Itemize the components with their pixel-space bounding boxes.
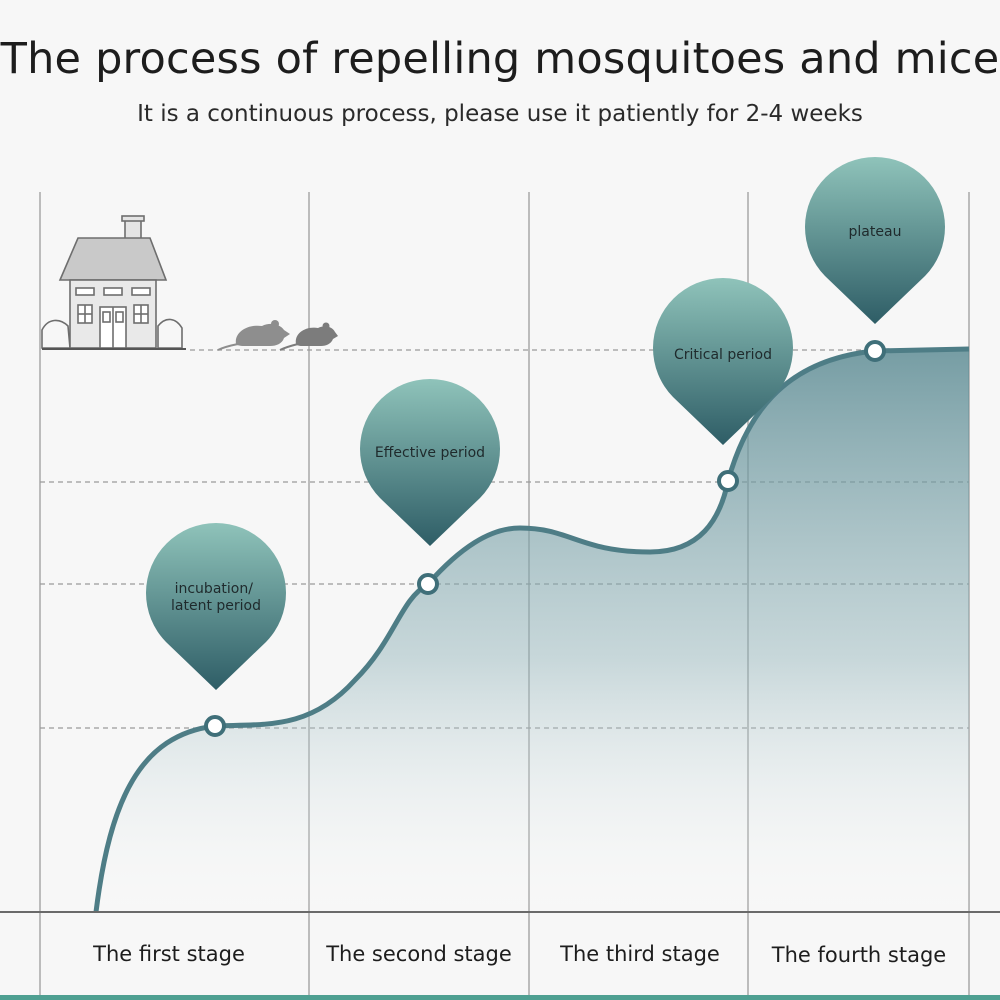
pin-plateau: plateau — [805, 157, 946, 324]
svg-text:plateau: plateau — [849, 224, 902, 240]
pin-critical-period: Critical period — [653, 278, 793, 445]
curve-point-4 — [864, 340, 886, 362]
pin-effective-period: Effective period — [360, 379, 500, 546]
page-subtitle: It is a continuous process, please use i… — [137, 101, 863, 127]
stage-label-2: The second stage — [325, 942, 512, 966]
curve-point-3 — [717, 470, 739, 492]
curve-area — [96, 349, 969, 912]
house-icon — [41, 215, 186, 350]
curve-point-1 — [204, 715, 226, 737]
pin-shape — [805, 157, 946, 324]
svg-text:Effective period: Effective period — [375, 445, 485, 461]
bottom-accent-bar — [0, 995, 1000, 1000]
pin-shape — [360, 379, 500, 546]
page-title: The process of repelling mosquitoes and … — [0, 34, 1000, 84]
pin-label-line: incubation/ — [175, 581, 254, 597]
mouse-icon — [217, 320, 290, 351]
curve-point-2 — [417, 573, 439, 595]
pin-label-line: latent period — [171, 598, 261, 614]
pin-label-line: plateau — [849, 224, 902, 240]
stage-label-1: The first stage — [92, 942, 245, 966]
pin-shape — [653, 278, 793, 445]
svg-text:Critical period: Critical period — [674, 347, 772, 363]
pin-label-line: Effective period — [375, 445, 485, 461]
stage-labels: The first stage The second stage The thi… — [92, 942, 946, 967]
pin-label-line: Critical period — [674, 347, 772, 363]
svg-text:incubation/ latent perio: incubation/ latent period — [171, 581, 261, 614]
stage-label-4: The fourth stage — [771, 943, 946, 967]
mouse-icon — [279, 322, 338, 351]
pin-incubation: incubation/ latent period — [146, 523, 286, 690]
stage-label-3: The third stage — [559, 942, 720, 966]
curve-points — [204, 340, 886, 737]
pin-shape — [146, 523, 286, 690]
